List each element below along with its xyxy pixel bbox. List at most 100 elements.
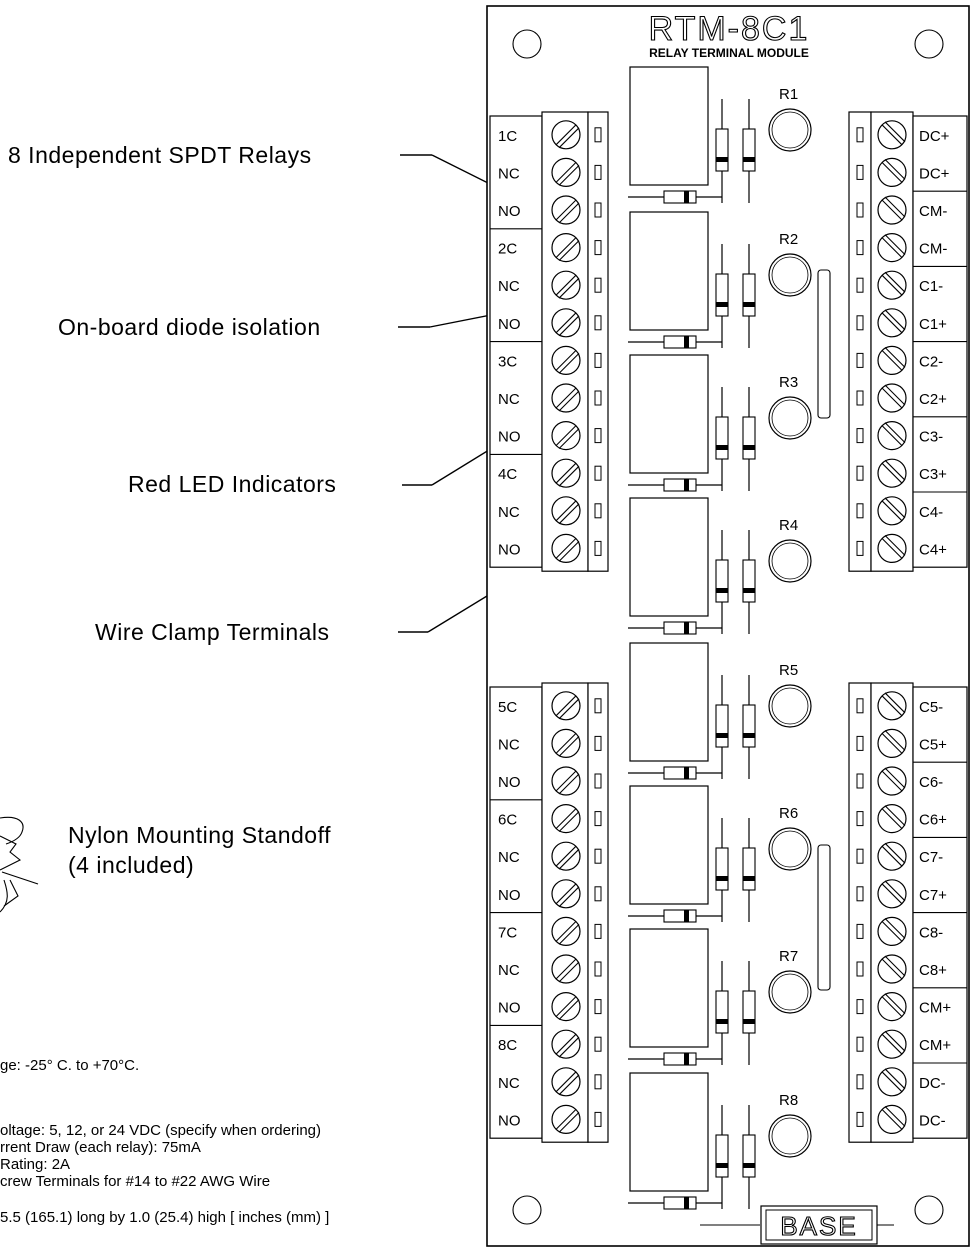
mount-hole-top-right: [914, 29, 944, 59]
terminal-label: 6C: [498, 812, 517, 829]
relay-label: R2: [779, 231, 798, 248]
terminal-label: NC: [498, 849, 520, 866]
terminal-label: 1C: [498, 128, 517, 145]
mount-hole-bottom-left: [512, 1195, 542, 1225]
relay-body: [629, 66, 709, 186]
terminal-label: NC: [498, 1075, 520, 1092]
right-terminal-block-upper: DC+DC+CM-CM-C1-C1+C2-C2+C3-C3+C4-C4+: [848, 111, 968, 572]
right-terminal: C7+: [856, 879, 947, 909]
terminal-label: DC-: [919, 1112, 946, 1129]
relay-label: R1: [779, 86, 798, 103]
left-terminal: 6C: [490, 799, 602, 834]
terminal-label: C5+: [919, 736, 947, 753]
left-terminal: NO: [498, 991, 602, 1022]
left-terminal: NC: [498, 1067, 602, 1097]
terminal-label: NC: [498, 962, 520, 979]
terminal-label: C6+: [919, 812, 947, 829]
left-terminal: NO: [498, 766, 602, 796]
led-icon: [768, 539, 812, 583]
left-terminal: NO: [498, 879, 602, 909]
terminal-label: DC+: [919, 165, 950, 182]
callout-led: Red LED Indicators: [128, 471, 336, 497]
left-terminal: 2C: [490, 228, 602, 263]
right-terminal: DC+: [856, 157, 950, 187]
left-terminal: 4C: [490, 453, 602, 488]
spec-temperature: ge: -25° C. to +70°C.: [0, 1057, 139, 1074]
callout-standoff-2: (4 included): [68, 852, 194, 878]
relay-unit: R3: [628, 354, 812, 492]
right-terminal: C1-: [856, 265, 967, 300]
right-terminal-block-lower: C5-C5+C6-C6+C7-C7+C8-C8+CM+CM+DC-DC-: [848, 682, 968, 1143]
terminal-label: 3C: [498, 353, 517, 370]
terminal-label: NO: [498, 774, 521, 791]
terminal-label: 5C: [498, 699, 517, 716]
relay-unit: R6: [628, 785, 812, 923]
spec-terminals: crew Terminals for #14 to #22 AWG Wire: [0, 1173, 270, 1190]
right-terminal: CM+: [856, 1029, 951, 1059]
svg-text:BASE: BASE: [780, 1211, 857, 1241]
left-terminal: 3C: [490, 341, 602, 375]
relay-label: R6: [779, 805, 798, 822]
terminal-label: CM+: [919, 1000, 951, 1017]
terminal-label: C1+: [919, 316, 947, 333]
left-terminal: NO: [498, 195, 602, 225]
left-terminal: NO: [498, 533, 602, 564]
terminal-label: NO: [498, 1000, 521, 1017]
relay-body: [629, 785, 709, 905]
board-title: RTM-8C1: [649, 10, 810, 48]
terminal-label: CM-: [919, 241, 947, 258]
led-icon: [768, 684, 812, 728]
terminal-label: C4+: [919, 541, 947, 558]
spec-list: ge: -25° C. to +70°C. oltage: 5, 12, or …: [0, 1057, 329, 1226]
mount-hole-top-left: [512, 29, 542, 59]
left-terminal: NC: [498, 728, 602, 759]
left-terminal: NC: [498, 383, 602, 413]
right-terminal: CM-: [856, 190, 967, 225]
right-terminal: C3+: [856, 458, 947, 488]
board-subtitle: RELAY TERMINAL MODULE: [649, 46, 809, 60]
relay-label: R5: [779, 662, 798, 679]
terminal-label: NC: [498, 391, 520, 408]
terminal-label: C8+: [919, 962, 947, 979]
callout-relays: 8 Independent SPDT Relays: [8, 142, 312, 168]
right-terminal: C8-: [856, 912, 967, 947]
terminal-label: NC: [498, 504, 520, 521]
spec-current: rrent Draw (each relay): 75mA: [0, 1139, 201, 1156]
right-terminal: C8+: [856, 954, 947, 984]
relay-body: [629, 642, 709, 762]
relay-unit: R7: [628, 928, 812, 1066]
standoff-icon: [0, 816, 39, 913]
left-terminal: 7C: [490, 912, 602, 947]
relay-body: [629, 1072, 709, 1192]
terminal-label: NC: [498, 165, 520, 182]
relay-unit: R1: [628, 66, 812, 204]
terminal-label: 7C: [498, 924, 517, 941]
relay-body: [629, 928, 709, 1048]
right-terminal: DC-: [856, 1104, 946, 1135]
terminal-label: CM+: [919, 1037, 951, 1054]
right-terminal: C6+: [856, 803, 947, 834]
callout-terminals: Wire Clamp Terminals: [95, 619, 330, 645]
led-icon: [768, 970, 812, 1014]
relay-body: [629, 354, 709, 474]
right-terminal: DC-: [856, 1062, 967, 1097]
terminal-label: C2+: [919, 391, 947, 408]
spec-voltage: oltage: 5, 12, or 24 VDC (specify when o…: [0, 1122, 321, 1139]
terminal-label: C4-: [919, 504, 943, 521]
right-terminal: C2-: [856, 341, 967, 375]
left-terminal: NC: [498, 270, 602, 300]
left-terminal: NO: [498, 421, 602, 451]
terminal-label: NO: [498, 316, 521, 333]
led-icon: [768, 396, 812, 440]
terminal-label: NC: [498, 736, 520, 753]
terminal-label: C5-: [919, 699, 943, 716]
led-icon: [768, 253, 812, 297]
relay-label: R3: [779, 374, 798, 391]
led-icon: [768, 1114, 812, 1158]
right-terminal: C2+: [856, 383, 947, 413]
terminal-label: C6-: [919, 774, 943, 791]
